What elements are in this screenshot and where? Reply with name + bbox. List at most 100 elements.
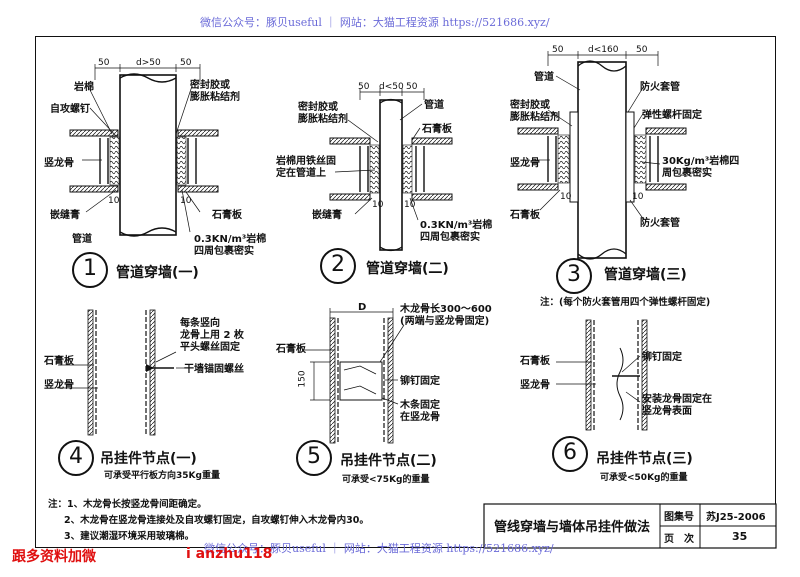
detail-6-number-circle: 6 xyxy=(552,436,588,472)
detail-2-pipe-label: 管道 xyxy=(424,100,444,111)
detail-3-number-circle: 3 xyxy=(556,258,592,294)
detail-1-dim-left: 50 xyxy=(98,58,110,68)
detail-3-fire-sleeve-label-2: 防火套管 xyxy=(640,218,680,229)
detail-5-height-label: 150 xyxy=(297,370,308,388)
contact-id: i anzhu118 xyxy=(186,546,273,562)
detail-3-wool-label-1: 30Kg/m³岩棉四 xyxy=(662,156,740,167)
detail-3-gypsum-label: 石膏板 xyxy=(510,210,540,221)
detail-2-wool-label-1: 0.3KN/m³岩棉 xyxy=(420,220,493,231)
detail-3-sealant-label-2: 膨胀粘结剂 xyxy=(510,112,560,123)
detail-3-note: 注：(每个防火套管用四个弹性螺杆固定) xyxy=(540,297,711,308)
detail-6-install-label-1: 安装龙骨固定在 xyxy=(642,394,712,405)
detail-2-sealant-label-2: 膨胀粘结剂 xyxy=(298,114,348,125)
detail-3-fire-sleeve-label: 防火套管 xyxy=(640,82,680,93)
detail-4-number-circle: 4 xyxy=(58,440,94,476)
detail-2-title: 管道穿墙(二) xyxy=(366,261,449,277)
watermark-top: 微信公众号：豚贝useful ｜ 网站：大猫工程资源 https://52168… xyxy=(200,16,550,29)
detail-4-each-label-3: 平头螺丝固定 xyxy=(180,342,240,353)
detail-6-subtitle: 可承受<50Kg的重量 xyxy=(600,473,688,483)
detail-5-wood-label-1: 木龙骨长300～600 xyxy=(400,304,492,315)
detail-5-wood-fix-label-1: 木条固定 xyxy=(400,400,440,411)
detail-1-sealant-label-2: 膨胀粘结剂 xyxy=(190,92,240,103)
detail-1-wool-label-2: 四周包裹密实 xyxy=(194,246,254,257)
detail-3-sealant-label-1: 密封胶或 xyxy=(510,100,550,111)
detail-3-drawing xyxy=(517,51,687,260)
detail-3-dim-left: 50 xyxy=(552,45,564,55)
detail-4-stud-label: 竖龙骨 xyxy=(44,380,74,391)
detail-6-gypsum-label: 石膏板 xyxy=(520,356,550,367)
detail-3-stud-label: 竖龙骨 xyxy=(510,158,540,169)
detail-1-screw-label: 自攻螺钉 xyxy=(50,104,90,115)
detail-3-ten-left: 10 xyxy=(560,192,572,202)
detail-1-rock-wool-label: 岩棉 xyxy=(74,82,94,93)
title-block-page-label: 页 次 xyxy=(664,534,694,545)
detail-1-wool-label-1: 0.3KN/m³岩棉 xyxy=(194,234,267,245)
detail-2-wire-label-2: 定在管道上 xyxy=(276,168,326,179)
detail-3-dim-mid: d<160 xyxy=(588,45,619,55)
detail-1-gypsum-label: 石膏板 xyxy=(212,210,242,221)
title-block-frame xyxy=(483,503,777,549)
detail-3-title: 管道穿墙(三) xyxy=(604,267,687,283)
general-note-3: 3、建议潮湿环境采用玻璃棉。 xyxy=(64,531,195,542)
title-block-atlas-label: 图集号 xyxy=(664,512,694,523)
general-note-2: 2、木龙骨在竖龙骨连接处及自攻螺钉固定，自攻螺钉伸入木龙骨内30。 xyxy=(64,515,369,526)
detail-1-board-bottom-left xyxy=(69,185,119,193)
detail-1-number-circle: 1 xyxy=(72,252,108,288)
detail-1-joint-label: 嵌缝膏 xyxy=(50,210,80,221)
contact-text: 跟多资料加微 xyxy=(12,549,96,565)
detail-2-dim-right: 50 xyxy=(406,82,418,92)
title-block-title: 管线穿墙与墙体吊挂件做法 xyxy=(494,520,651,535)
detail-1-pipe xyxy=(119,74,177,236)
detail-2-wire-label-1: 岩棉用铁丝固 xyxy=(276,156,336,167)
detail-6-nail-label: 铆钉固定 xyxy=(642,352,682,363)
detail-6-title: 吊挂件节点(三) xyxy=(596,451,693,467)
detail-1-title: 管道穿墙(一) xyxy=(116,265,199,281)
general-note-1: 注：1、木龙骨长按竖龙骨间距确定。 xyxy=(48,499,207,510)
drawing-frame xyxy=(35,36,776,548)
detail-6-stud-label: 竖龙骨 xyxy=(520,380,550,391)
detail-1-sealant-label-1: 密封胶或 xyxy=(190,80,230,91)
detail-5-gypsum-label: 石膏板 xyxy=(276,344,306,355)
detail-1-dim-mid: d>50 xyxy=(136,58,161,68)
detail-6-drawing xyxy=(556,319,648,431)
title-block-atlas-value: 苏J25-2006 xyxy=(706,512,766,523)
detail-2-sealant-label-1: 密封胶或 xyxy=(298,102,338,113)
detail-4-subtitle: 可承受平行板方向35Kg重量 xyxy=(104,471,220,481)
detail-1-board-bottom-right xyxy=(177,185,219,193)
detail-4-each-label-2: 龙骨上用 2 枚 xyxy=(180,330,244,341)
detail-1-dim-right: 50 xyxy=(180,58,192,68)
detail-1-board-top-right xyxy=(177,129,219,137)
detail-5-number-circle: 5 xyxy=(296,440,332,476)
detail-1-stud-label: 竖龙骨 xyxy=(44,158,74,169)
detail-3-ten-right: 10 xyxy=(632,192,644,202)
detail-2-pipe xyxy=(379,99,403,251)
detail-2-wool-label-2: 四周包裹密实 xyxy=(420,232,480,243)
detail-3-dim-right: 50 xyxy=(636,45,648,55)
detail-3-pipe xyxy=(577,61,627,259)
detail-1-pipe-label: 管道 xyxy=(72,234,92,245)
detail-3-elastic-screw-label: 弹性螺杆固定 xyxy=(642,110,702,121)
detail-5-drawing xyxy=(302,308,405,444)
detail-2-dim-left: 50 xyxy=(358,82,370,92)
detail-3-wool-label-2: 周包裹密实 xyxy=(662,168,712,179)
detail-2-ten-right: 10 xyxy=(404,200,416,210)
detail-1-drawing xyxy=(69,64,219,237)
title-block-page-value: 35 xyxy=(732,530,748,543)
detail-2-drawing xyxy=(329,88,453,252)
detail-4-title: 吊挂件节点(一) xyxy=(100,451,197,467)
detail-5-nail-label: 铆钉固定 xyxy=(400,376,440,387)
detail-5-subtitle: 可承受<75Kg的重量 xyxy=(342,475,430,485)
detail-5-title: 吊挂件节点(二) xyxy=(340,453,437,469)
detail-4-gypsum-label: 石膏板 xyxy=(44,356,74,367)
detail-2-number-circle: 2 xyxy=(320,248,356,284)
detail-1-ten-right: 10 xyxy=(180,196,192,206)
watermark-bottom: 微信公众号：豚贝useful ｜ 网站：大猫工程资源 https://52168… xyxy=(204,542,554,555)
detail-2-dim-mid: d<50 xyxy=(379,82,404,92)
detail-1-board-top-left xyxy=(69,129,119,137)
detail-6-install-label-2: 竖龙骨表面 xyxy=(642,406,692,417)
detail-4-anchor-label: 干墙锚固螺丝 xyxy=(184,364,244,375)
detail-5-wood-fix-label-2: 在竖龙骨 xyxy=(400,412,440,423)
detail-5-d-label: D xyxy=(358,302,367,313)
detail-1-ten-left: 10 xyxy=(108,196,120,206)
